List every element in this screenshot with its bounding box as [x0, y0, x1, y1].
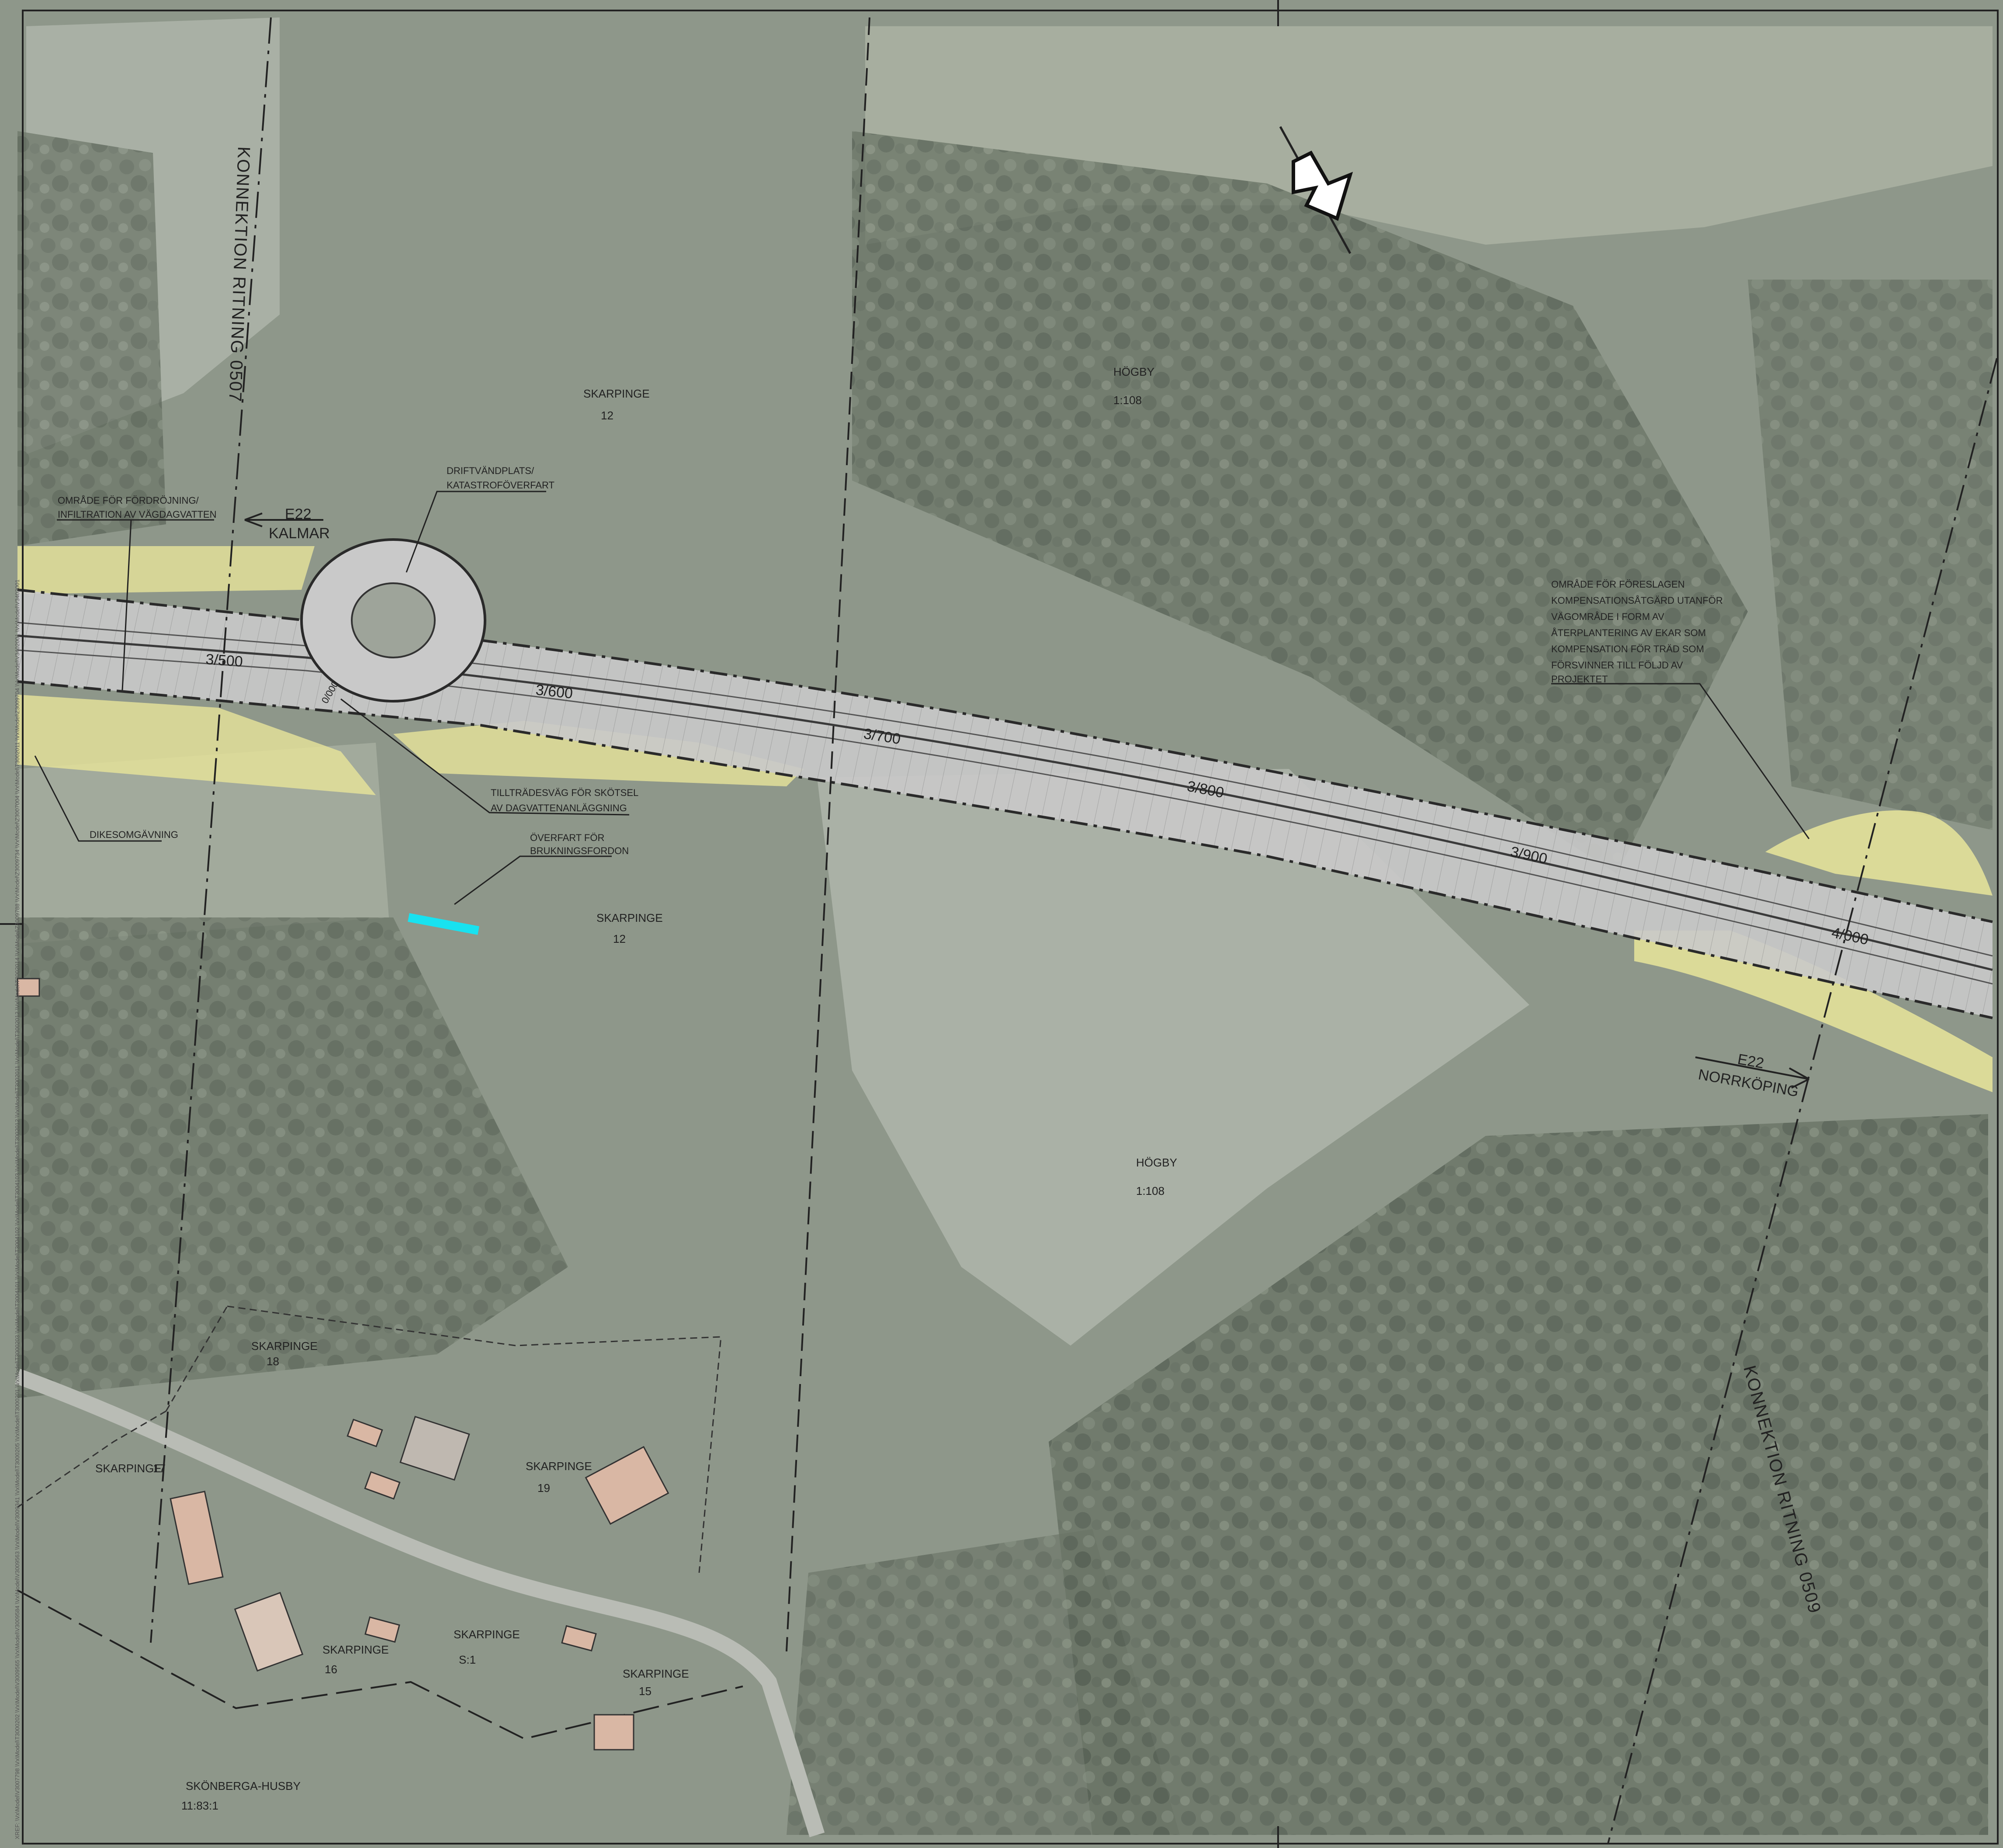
note-kompensation-line6: FÖRSVINNER TILL FÖLJD AV	[1551, 660, 1683, 671]
label-skarpinge-17-name: SKARPINGE	[95, 1462, 162, 1475]
label-hogby-south-number: 1:108	[1136, 1184, 1164, 1197]
chainage-3600: 3/600	[535, 682, 574, 702]
note-kompensation-line7: PROJEKTET	[1551, 674, 1608, 685]
note-tilltrade-line1: TILLTRÄDESVÄG FÖR SKÖTSEL	[491, 787, 638, 798]
match-line-east	[1607, 358, 1998, 1844]
direction-west-road: E22	[285, 506, 312, 523]
note-forrojning-line1: OMRÅDE FÖR FÖRDRÖJNING/	[58, 495, 199, 506]
property-boundaries-southwest	[17, 1305, 743, 1740]
label-skonberga-name: SKÖNBERGA-HUSBY	[186, 1779, 301, 1793]
label-skarpinge-15-name: SKARPINGE	[623, 1667, 689, 1680]
label-skarpinge-12-north-number: 12	[601, 409, 613, 422]
label-skarpinge-12-south-number: 12	[613, 932, 626, 945]
note-dikes: DIKESOMGÄVNING	[90, 829, 178, 840]
note-kompensation-line2: KOMPENSATIONSÅTGÄRD UTANFÖR	[1551, 595, 1723, 606]
label-hogby-north-number: 1:108	[1113, 394, 1142, 407]
chainage-3500: 3/500	[205, 651, 243, 670]
label-skonberga-number: 11:83:1	[181, 1799, 218, 1812]
note-overfart-line1: ÖVERFART FÖR	[530, 832, 604, 843]
leader-lines	[34, 491, 1810, 1089]
label-skarpinge-s1-number: S:1	[459, 1653, 476, 1666]
label-skarpinge-17-number: 17	[153, 1462, 166, 1475]
note-driftvand-line2: KATASTROFÖVERFART	[447, 480, 554, 491]
label-hogby-south-name: HÖGBY	[1136, 1156, 1177, 1169]
note-kompensation-line1: OMRÅDE FÖR FÖRESLAGEN	[1551, 579, 1685, 590]
note-overfart-line2: BRUKNINGSFORDON	[530, 845, 629, 856]
note-driftvand-line1: DRIFTVÄNDPLATS/	[447, 465, 534, 476]
label-skarpinge-16-number: 16	[325, 1663, 337, 1676]
note-tilltrade-line2: AV DAGVATTENANLÄGGNING	[491, 803, 627, 813]
culvert-marker	[408, 913, 479, 935]
label-skarpinge-12-north-name: SKARPINGE	[583, 387, 650, 400]
label-skarpinge-18-number: 18	[267, 1355, 279, 1368]
note-kompensation-line5: KOMPENSATION FÖR TRÄD SOM	[1551, 644, 1704, 654]
label-skarpinge-19-name: SKARPINGE	[526, 1460, 592, 1473]
match-line-west	[150, 17, 272, 1643]
label-hogby-north-name: HÖGBY	[1113, 365, 1154, 378]
e22-road-corridor	[17, 538, 1993, 1019]
label-skarpinge-15-number: 15	[639, 1685, 651, 1698]
label-skarpinge-18-name: SKARPINGE	[251, 1339, 318, 1353]
direction-west-place: KALMAR	[269, 525, 330, 542]
note-kompensation-line3: VÄGOMRÅDE I FORM AV	[1551, 611, 1664, 622]
label-skarpinge-19-number: 19	[537, 1481, 550, 1495]
label-skarpinge-16-name: SKARPINGE	[322, 1643, 389, 1656]
note-kompensation-line4: ÅTERPLANTERING AV EKAR SOM	[1551, 627, 1706, 638]
north-arrow-icon	[1279, 126, 1353, 254]
compensation-areas	[17, 546, 1993, 1092]
property-boundary-line	[786, 17, 870, 1652]
label-skarpinge-12-south-name: SKARPINGE	[596, 911, 663, 924]
buildings	[17, 978, 669, 1751]
note-forrojning-line2: INFILTRATION AV VÄGDAGVATTEN	[58, 509, 216, 520]
xref-side-strip: XREF: \Vx\Model\V3007798 \Vx\Model\T3000…	[14, 579, 21, 1839]
label-skarpinge-s1-name: SKARPINGE	[454, 1628, 520, 1641]
